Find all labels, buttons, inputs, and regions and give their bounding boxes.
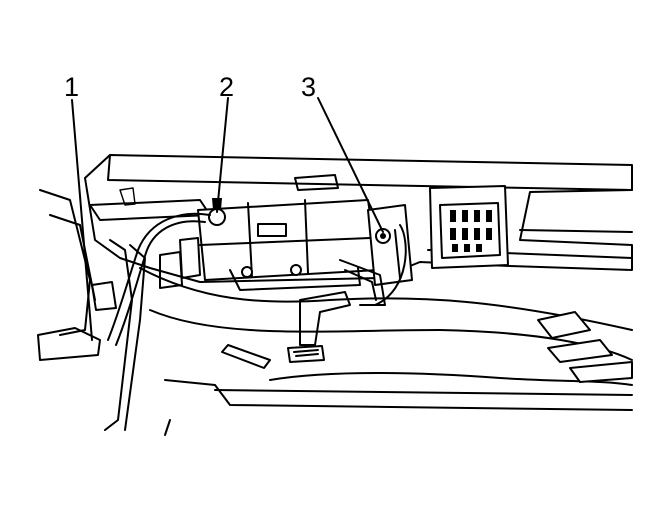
floor-rib-right-3 <box>569 361 633 383</box>
leader-line-3 <box>317 97 384 233</box>
leader-lines <box>71 97 384 341</box>
wiring-harness <box>107 212 407 346</box>
vent-grille <box>429 185 509 269</box>
floor-panel <box>139 267 633 436</box>
callout-1: 1 <box>64 72 79 102</box>
leader-line-1 <box>71 99 93 341</box>
floor-rib-left <box>221 344 271 369</box>
control-module <box>159 198 379 291</box>
floor-rib-right-2 <box>547 339 613 363</box>
module-label <box>257 223 287 237</box>
callout-3: 3 <box>301 72 316 102</box>
callout-2: 2 <box>219 72 234 102</box>
floor-rib-right-1 <box>537 311 591 339</box>
leader-line-2 <box>216 97 229 213</box>
